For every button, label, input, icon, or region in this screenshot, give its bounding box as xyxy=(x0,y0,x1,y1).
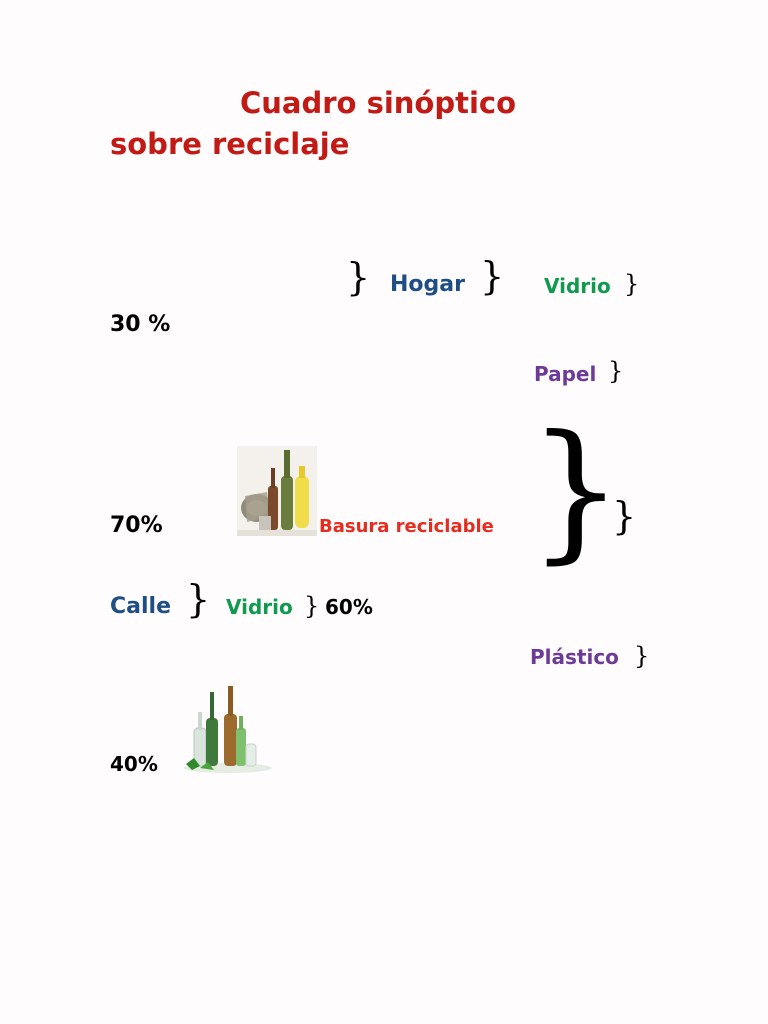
brace-right-70: } xyxy=(612,494,637,538)
material-papel: Papel xyxy=(534,362,597,386)
large-brace: } xyxy=(528,404,624,578)
brace-papel: } xyxy=(608,357,624,385)
percentage-60: 60% xyxy=(325,595,373,619)
brace-before-hogar: } xyxy=(346,255,371,299)
glass-bottles-image xyxy=(180,684,276,774)
percentage-70: 70% xyxy=(110,513,163,538)
title-line-1: Cuadro sinóptico xyxy=(240,86,517,120)
category-calle: Calle xyxy=(110,594,171,619)
brace-after-hogar: } xyxy=(480,254,505,298)
material-plastico: Plástico xyxy=(530,645,619,669)
material-vidrio-calle: Vidrio xyxy=(226,595,293,619)
brace-vidrio-calle: } xyxy=(304,592,320,620)
percentage-40: 40% xyxy=(110,752,158,776)
brace-vidrio-hogar: } xyxy=(624,270,640,298)
brace-after-calle: } xyxy=(186,577,211,621)
percentage-30: 30 % xyxy=(110,312,171,337)
brace-plastico: } xyxy=(634,642,650,670)
material-vidrio-hogar: Vidrio xyxy=(544,274,611,298)
recyclables-image xyxy=(237,446,317,536)
category-hogar: Hogar xyxy=(390,272,465,297)
category-basura-reciclable: Basura reciclable xyxy=(319,516,494,537)
title-line-2: sobre reciclaje xyxy=(110,127,350,161)
